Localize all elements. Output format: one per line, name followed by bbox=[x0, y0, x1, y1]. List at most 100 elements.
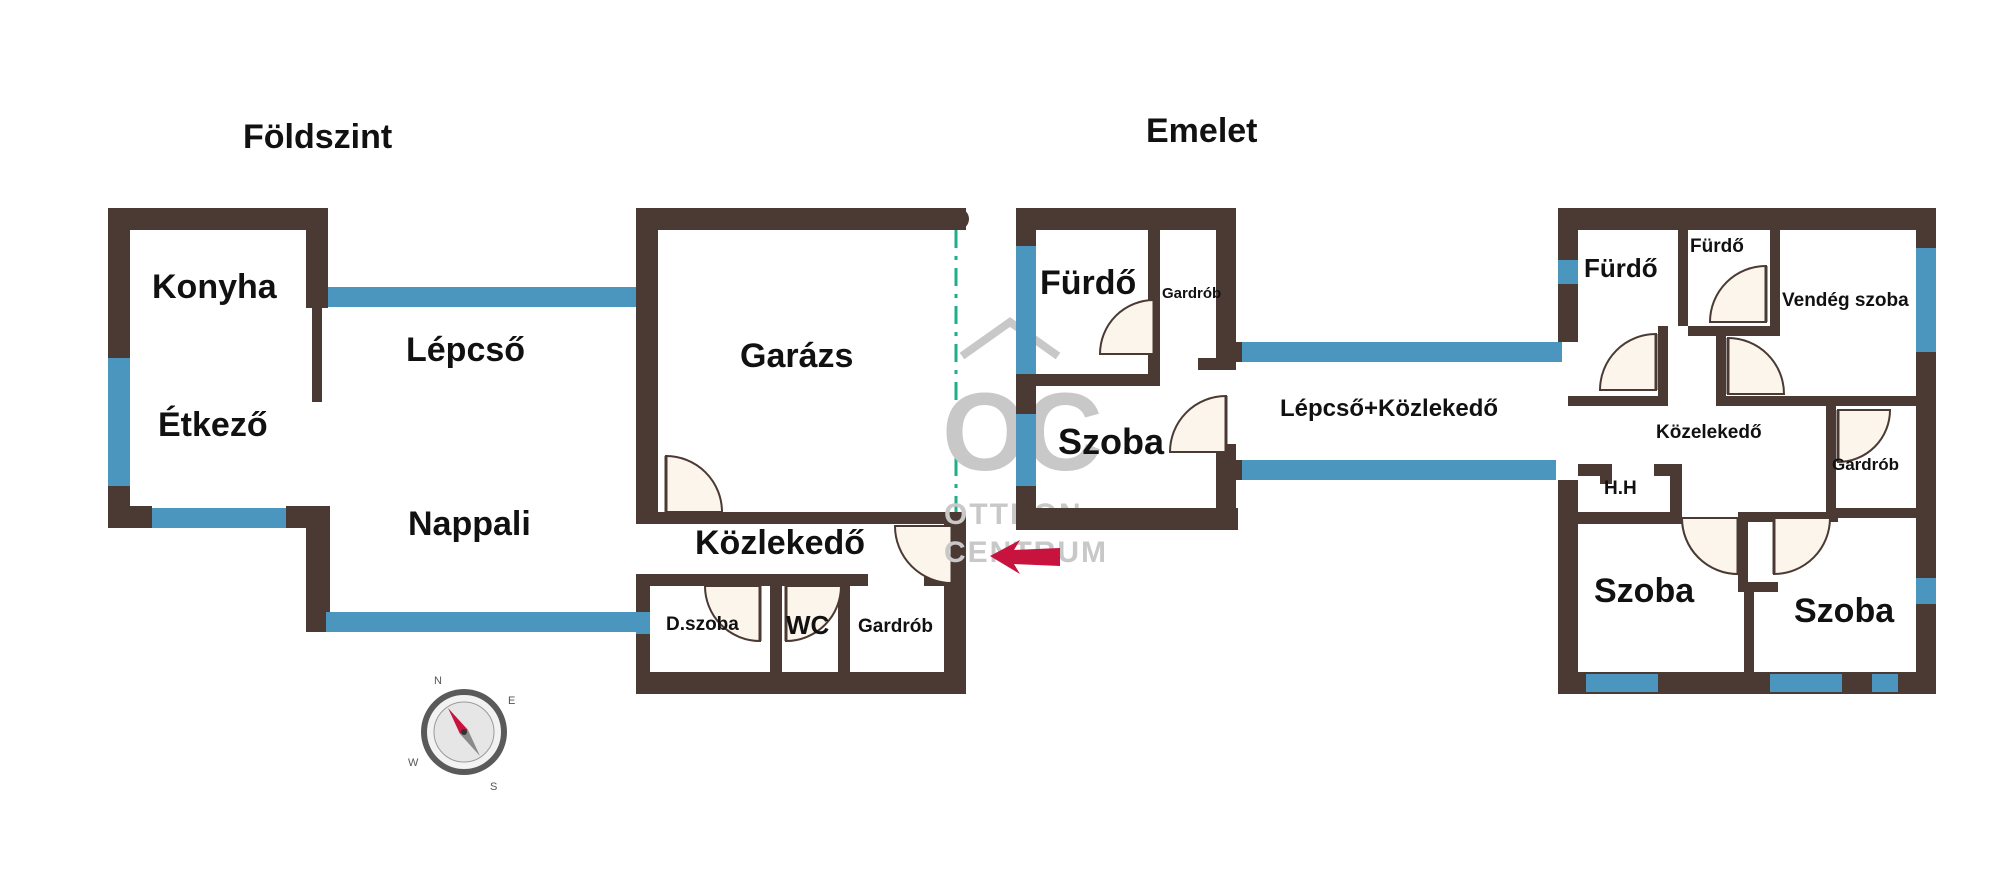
wall bbox=[1826, 406, 1836, 518]
door bbox=[1168, 394, 1227, 453]
room-label-kozlekedo-upper: Közelekedő bbox=[1656, 422, 1762, 443]
entrance-arrow-icon bbox=[990, 540, 1060, 574]
window bbox=[108, 358, 130, 486]
window bbox=[1236, 460, 1556, 480]
wall bbox=[1770, 230, 1780, 326]
compass-n: N bbox=[434, 675, 442, 687]
wall bbox=[1658, 326, 1668, 406]
window bbox=[328, 287, 644, 307]
door bbox=[1708, 264, 1767, 323]
door bbox=[785, 585, 843, 643]
wall bbox=[1744, 582, 1754, 672]
upper-floor-left: Fürdő Gardrób Szoba bbox=[1016, 208, 1238, 530]
wall bbox=[636, 208, 966, 230]
window bbox=[1916, 248, 1936, 352]
room-label-furdo-right-2: Fürdő bbox=[1690, 236, 1744, 257]
door bbox=[1727, 336, 1786, 395]
wall bbox=[1916, 208, 1936, 248]
wall bbox=[1558, 208, 1936, 230]
wall bbox=[1558, 208, 1578, 260]
wall bbox=[1016, 508, 1238, 530]
upper-corridor: Lépcső+Közlekedő bbox=[1236, 342, 1562, 480]
wall bbox=[1916, 604, 1936, 694]
room-label-dszoba: D.szoba bbox=[666, 614, 739, 635]
room-label-hh: H.H bbox=[1604, 478, 1637, 499]
wall bbox=[1216, 208, 1236, 360]
room-label-etkezo: Étkező bbox=[158, 406, 268, 444]
room-label-furdo-left: Fürdő bbox=[1040, 264, 1136, 302]
room-label-gardrob-right: Gardrób bbox=[1832, 455, 1899, 474]
wall bbox=[1216, 444, 1236, 530]
window bbox=[1872, 674, 1898, 692]
wall bbox=[1738, 512, 1748, 592]
wall bbox=[1198, 358, 1236, 370]
room-label-furdo-right-1: Fürdő bbox=[1584, 253, 1658, 283]
compass-w: W bbox=[408, 757, 419, 769]
wall bbox=[108, 208, 328, 230]
room-label-vendeg-szoba: Vendég szoba bbox=[1782, 290, 1909, 311]
wall bbox=[1036, 374, 1160, 386]
wall bbox=[1578, 512, 1682, 524]
wall bbox=[636, 208, 658, 308]
compass-s: S bbox=[490, 781, 497, 793]
watermark-roof-icon bbox=[959, 317, 1061, 360]
wall bbox=[1744, 582, 1778, 592]
wall bbox=[1716, 336, 1726, 406]
room-label-gardrob-left: Gardrób bbox=[1162, 285, 1221, 302]
wall bbox=[1670, 464, 1682, 524]
room-label-lepcso: Lépcső bbox=[406, 331, 525, 369]
door bbox=[1598, 332, 1657, 391]
wall bbox=[1558, 480, 1578, 694]
door bbox=[703, 585, 761, 643]
ground-floor: Konyha Étkező Lépcső Nappali Garázs Közl… bbox=[108, 208, 969, 694]
wall bbox=[306, 208, 328, 308]
wall bbox=[306, 506, 330, 632]
window bbox=[1916, 578, 1936, 604]
window bbox=[1586, 674, 1658, 692]
door bbox=[1098, 298, 1155, 355]
compass-e: E bbox=[508, 695, 515, 707]
wall bbox=[636, 290, 658, 522]
room-label-szoba-left: Szoba bbox=[1058, 421, 1165, 462]
window bbox=[636, 612, 650, 634]
window bbox=[152, 508, 286, 528]
room-label-kozlekedo-ground: Közlekedő bbox=[695, 524, 865, 562]
room-label-garazs: Garázs bbox=[740, 337, 853, 375]
wall bbox=[1236, 460, 1242, 480]
wall bbox=[838, 580, 850, 680]
window bbox=[1016, 246, 1036, 374]
window bbox=[326, 612, 644, 632]
window bbox=[1236, 342, 1562, 362]
wall bbox=[1716, 396, 1916, 406]
wall bbox=[947, 208, 969, 230]
wall bbox=[770, 580, 782, 680]
compass-icon: N E S W bbox=[408, 675, 515, 793]
wall bbox=[1916, 352, 1936, 578]
room-label-szoba-right-2: Szoba bbox=[1794, 592, 1895, 630]
wall bbox=[1016, 374, 1036, 414]
wall bbox=[1016, 208, 1236, 230]
wall bbox=[312, 290, 322, 402]
wall bbox=[108, 506, 152, 528]
room-label-wc: WC bbox=[786, 610, 830, 640]
floor-title-upper: Emelet bbox=[1146, 112, 1258, 150]
window bbox=[1016, 414, 1036, 486]
wall bbox=[1688, 326, 1780, 336]
window bbox=[1770, 674, 1842, 692]
room-label-lepcso-kozlekedo: Lépcső+Közlekedő bbox=[1280, 395, 1498, 422]
room-label-nappali: Nappali bbox=[408, 505, 531, 543]
window bbox=[1558, 260, 1578, 284]
floor-title-ground: Földszint bbox=[243, 118, 392, 156]
door bbox=[1680, 517, 1739, 576]
wall bbox=[1836, 508, 1916, 518]
wall bbox=[636, 512, 966, 524]
upper-floor-right: Fürdő Fürdő Vendég szoba Közelekedő Gard… bbox=[1558, 208, 1936, 694]
wall bbox=[1558, 284, 1578, 342]
door bbox=[893, 525, 953, 585]
door bbox=[1837, 409, 1892, 464]
wall bbox=[108, 208, 130, 358]
door bbox=[665, 454, 724, 513]
wall bbox=[636, 672, 966, 694]
wall bbox=[1016, 208, 1036, 246]
